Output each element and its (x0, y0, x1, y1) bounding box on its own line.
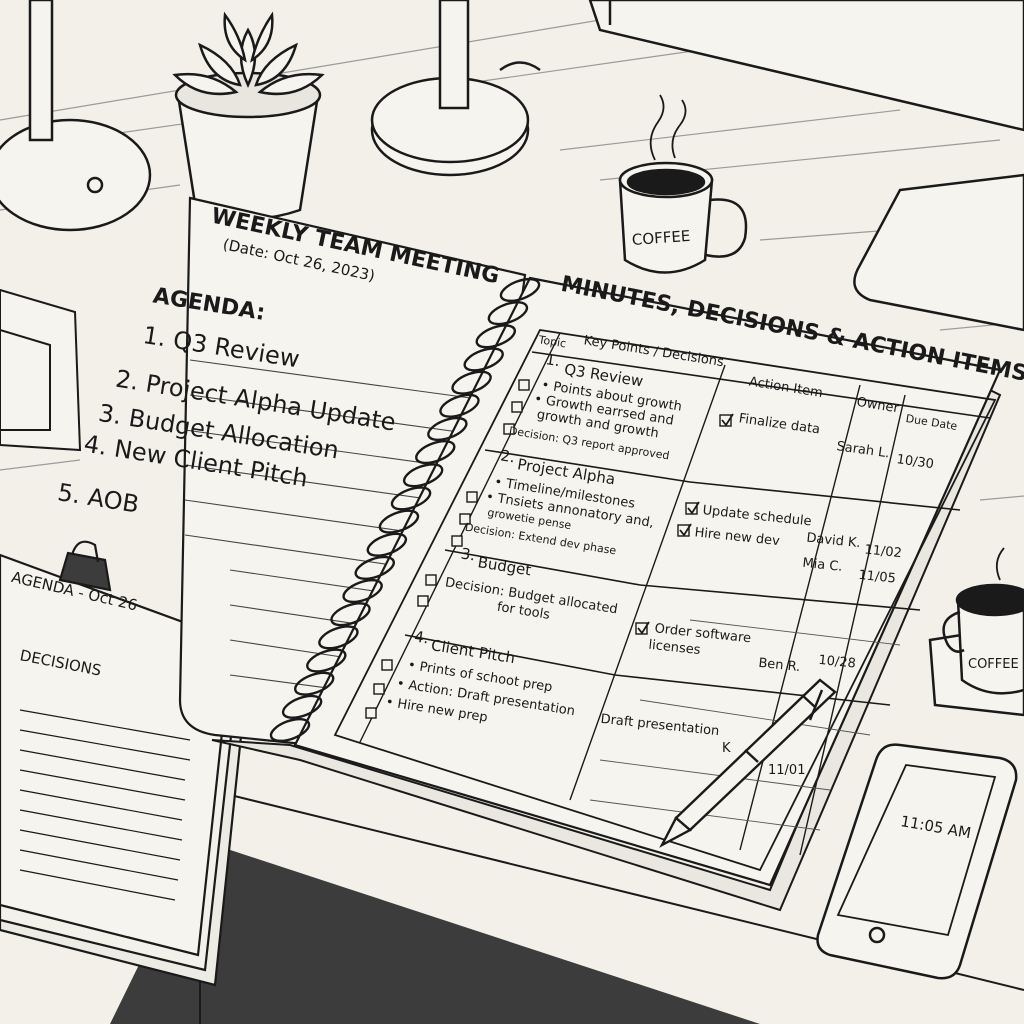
side-mug-label: COFFEE (968, 657, 1019, 672)
section-3-num: 3. (460, 544, 477, 564)
spiral-coil (499, 277, 541, 303)
spiral-coil (281, 694, 323, 719)
action-2-due: 11/02 (864, 542, 903, 561)
spiral-coil (487, 301, 529, 326)
coffee-mug (618, 94, 748, 274)
spiral-coil (390, 486, 432, 511)
spiral-coil (439, 393, 480, 418)
spiral-coil (402, 463, 444, 488)
action-4-owner: Ben R. (758, 656, 801, 675)
action-5-owner: K (722, 741, 731, 756)
spiral-coil (451, 370, 492, 395)
spiral-coil (463, 347, 504, 372)
section-1-num: 1. (544, 350, 561, 370)
coffee-mug-label: COFFEE (631, 227, 691, 249)
spiral-coil (269, 717, 311, 743)
spiral-coil (378, 509, 420, 534)
desk-lamp-center (370, 0, 541, 177)
action-1-owner: Sarah L. (836, 439, 891, 461)
action-4-text-2: licenses (648, 638, 702, 658)
action-3-due: 11/05 (858, 568, 897, 587)
pen (659, 678, 837, 848)
notebook-right-page (293, 276, 1002, 887)
action-2-owner: David K. (806, 531, 862, 552)
action-5-due: 11/01 (768, 763, 805, 778)
floor-shadow (110, 840, 760, 1024)
header-owner: Owner (856, 395, 901, 417)
spiral-binding (269, 277, 541, 743)
spiral-coil (342, 578, 383, 604)
action-1-due: 10/30 (896, 452, 935, 472)
section-2-num: 2. (499, 446, 516, 466)
header-topic: Topic (537, 333, 567, 350)
action-4-due: 10/28 (818, 653, 857, 672)
paper-stack (0, 288, 82, 452)
desk-lamp-left (0, 0, 152, 232)
spiral-coil (475, 324, 517, 349)
spiral-coil (354, 555, 395, 580)
spiral-coil (330, 602, 371, 627)
action-3-owner: Mia C. (802, 556, 843, 575)
check-marks (637, 413, 734, 635)
succulent-plant (172, 11, 325, 221)
spiral-coil (415, 440, 456, 465)
spiral-coil (318, 625, 359, 650)
smartphone (816, 743, 1018, 980)
spiral-coil (293, 671, 335, 696)
monitor (588, 0, 1024, 332)
spiral-coil (366, 532, 408, 557)
side-coffee-mug (928, 547, 1024, 717)
spiral-coil (427, 416, 468, 442)
section-4-num: 4. (413, 627, 430, 647)
spiral-coil (306, 648, 347, 673)
